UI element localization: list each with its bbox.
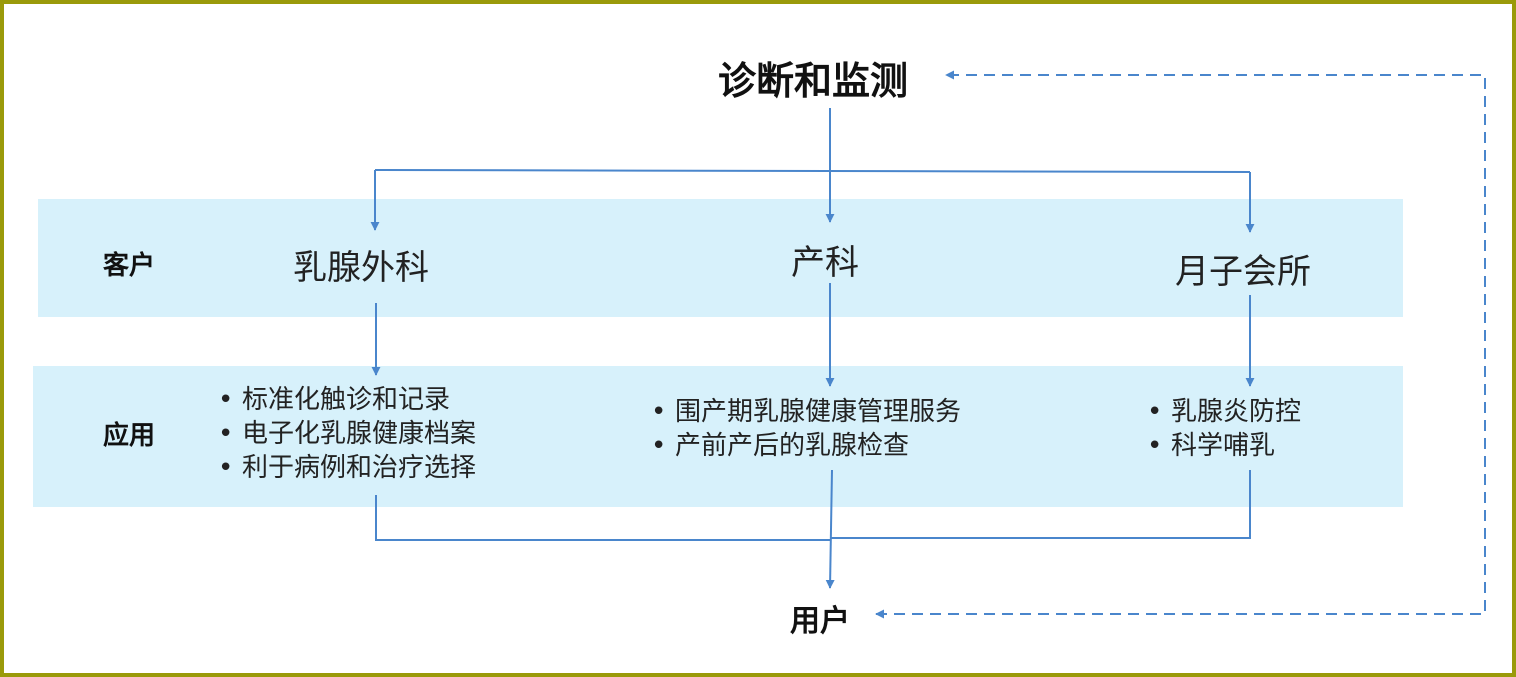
feedback-loop-dashed [875, 70, 1486, 619]
customer-breast-surgery: 乳腺外科 [293, 248, 429, 288]
customer-postpartum-center: 月子会所 [1175, 252, 1311, 292]
list-item: 科学哺乳 [1144, 429, 1301, 463]
list-item: 利于病例和治疗选择 [215, 451, 476, 485]
application-row-label: 应用 [103, 421, 156, 451]
customer-row-label: 客户 [103, 251, 156, 281]
user-label: 用户 [790, 604, 850, 639]
diagram-title: 诊断和监测 [718, 59, 909, 103]
list-item: 乳腺炎防控 [1144, 395, 1301, 429]
merge-line-left [375, 495, 830, 541]
list-item: 标准化触诊和记录 [215, 383, 476, 417]
merge-line-right [830, 470, 1251, 539]
arrow-to-user [825, 469, 835, 589]
application-list-postpartum-center: 乳腺炎防控 科学哺乳 [1144, 395, 1301, 463]
customer-band [38, 199, 1403, 317]
distribution-bar [374, 169, 1251, 173]
list-item: 产前产后的乳腺检查 [648, 429, 961, 463]
list-item: 围产期乳腺健康管理服务 [648, 395, 961, 429]
list-item: 电子化乳腺健康档案 [215, 417, 476, 451]
application-list-breast-surgery: 标准化触诊和记录 电子化乳腺健康档案 利于病例和治疗选择 [215, 383, 476, 485]
customer-obstetrics: 产科 [791, 243, 859, 283]
application-list-obstetrics: 围产期乳腺健康管理服务 产前产后的乳腺检查 [648, 395, 961, 463]
